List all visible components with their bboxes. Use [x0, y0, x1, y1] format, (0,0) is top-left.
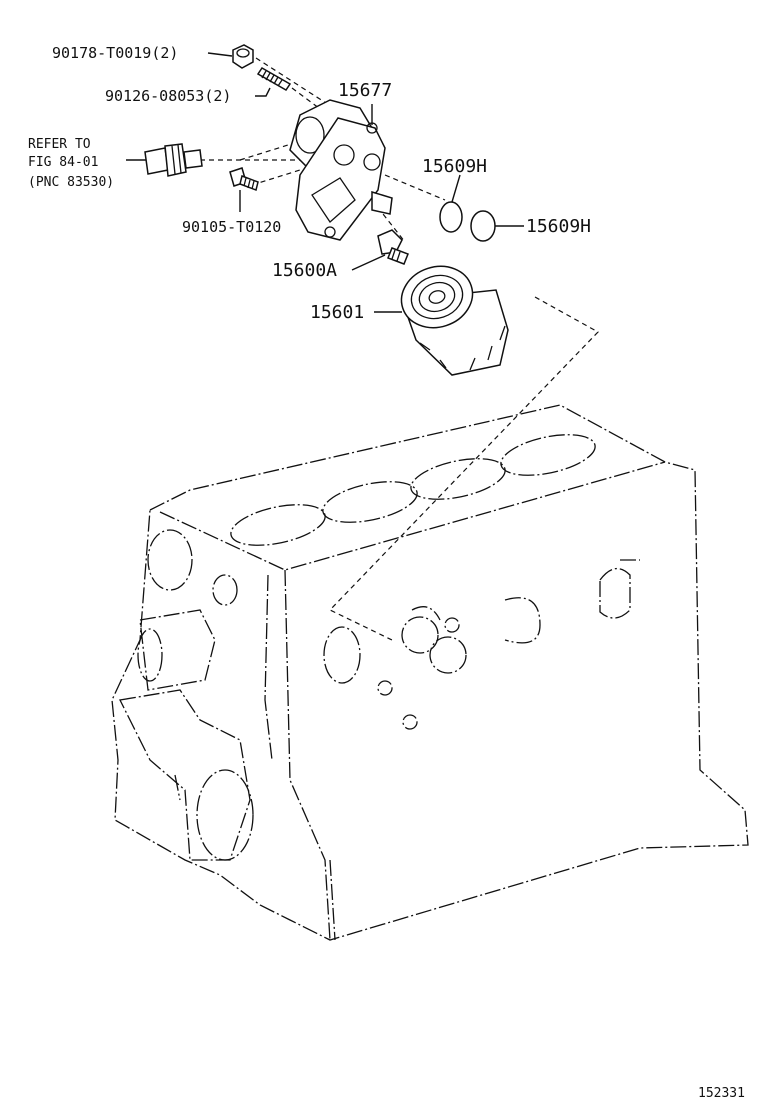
label-oring-upper: 15609H — [422, 156, 487, 177]
label-bolt: 90105-T0120 — [182, 218, 281, 236]
oil-pressure-switch-part — [144, 143, 203, 177]
union-leader — [351, 254, 386, 271]
union-bolt-part — [377, 229, 409, 265]
figure-id: 152331 — [698, 1086, 745, 1101]
oring-lower-part — [470, 210, 496, 242]
oil-filter-part — [400, 265, 509, 376]
oring-upper-part — [439, 201, 463, 233]
bolt-part — [229, 167, 259, 191]
label-stud: 90126-08053(2) — [105, 87, 231, 105]
nut-part — [232, 44, 254, 69]
label-filter: 15601 — [310, 302, 364, 323]
label-refer-line1: REFER TO — [28, 137, 91, 152]
label-bracket: 15677 — [338, 80, 392, 101]
stud-leader — [255, 87, 271, 97]
label-refer-line2: FIG 84-01 — [28, 155, 98, 170]
filter-bracket-part — [289, 99, 393, 241]
oring-upper-leader — [451, 174, 461, 203]
label-nut: 90178-T0019(2) — [52, 44, 178, 62]
filter-to-block-line — [328, 296, 599, 641]
engine-block — [111, 404, 749, 941]
label-oring-lower: 15609H — [526, 216, 591, 237]
nut-leader — [207, 52, 233, 57]
label-union: 15600A — [272, 260, 337, 281]
stud-part — [256, 67, 292, 91]
label-refer-line3: (PNC 83530) — [28, 175, 114, 190]
